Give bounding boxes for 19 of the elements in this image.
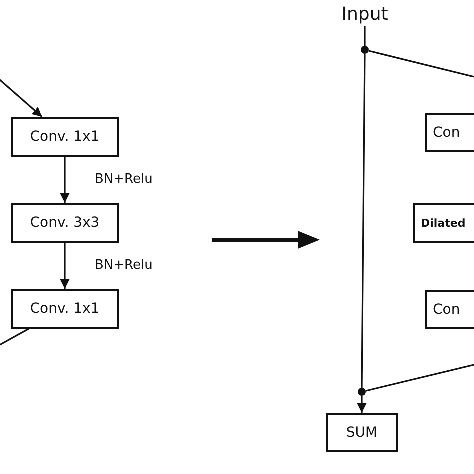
arrow bbox=[60, 157, 70, 203]
process-box: Con bbox=[425, 290, 474, 329]
connector-line bbox=[361, 54, 366, 388]
connector-line bbox=[366, 364, 474, 392]
arrow bbox=[357, 396, 367, 413]
connector-line bbox=[364, 26, 366, 46]
arrow bbox=[60, 243, 70, 289]
junction-dot bbox=[358, 388, 366, 396]
connector-line bbox=[368, 50, 474, 78]
process-box: Con bbox=[425, 113, 474, 152]
junction-dot bbox=[361, 46, 369, 54]
process-box: Conv. 1x1 bbox=[11, 289, 119, 329]
input-label: Input bbox=[335, 2, 395, 26]
process-box: Dilated bbox=[413, 203, 474, 243]
connector-line bbox=[0, 328, 30, 346]
process-box: Conv. 1x1 bbox=[11, 117, 119, 157]
process-box: Conv. 3x3 bbox=[11, 203, 119, 243]
arrow bbox=[0, 79, 43, 118]
process-box: SUM bbox=[326, 413, 398, 452]
